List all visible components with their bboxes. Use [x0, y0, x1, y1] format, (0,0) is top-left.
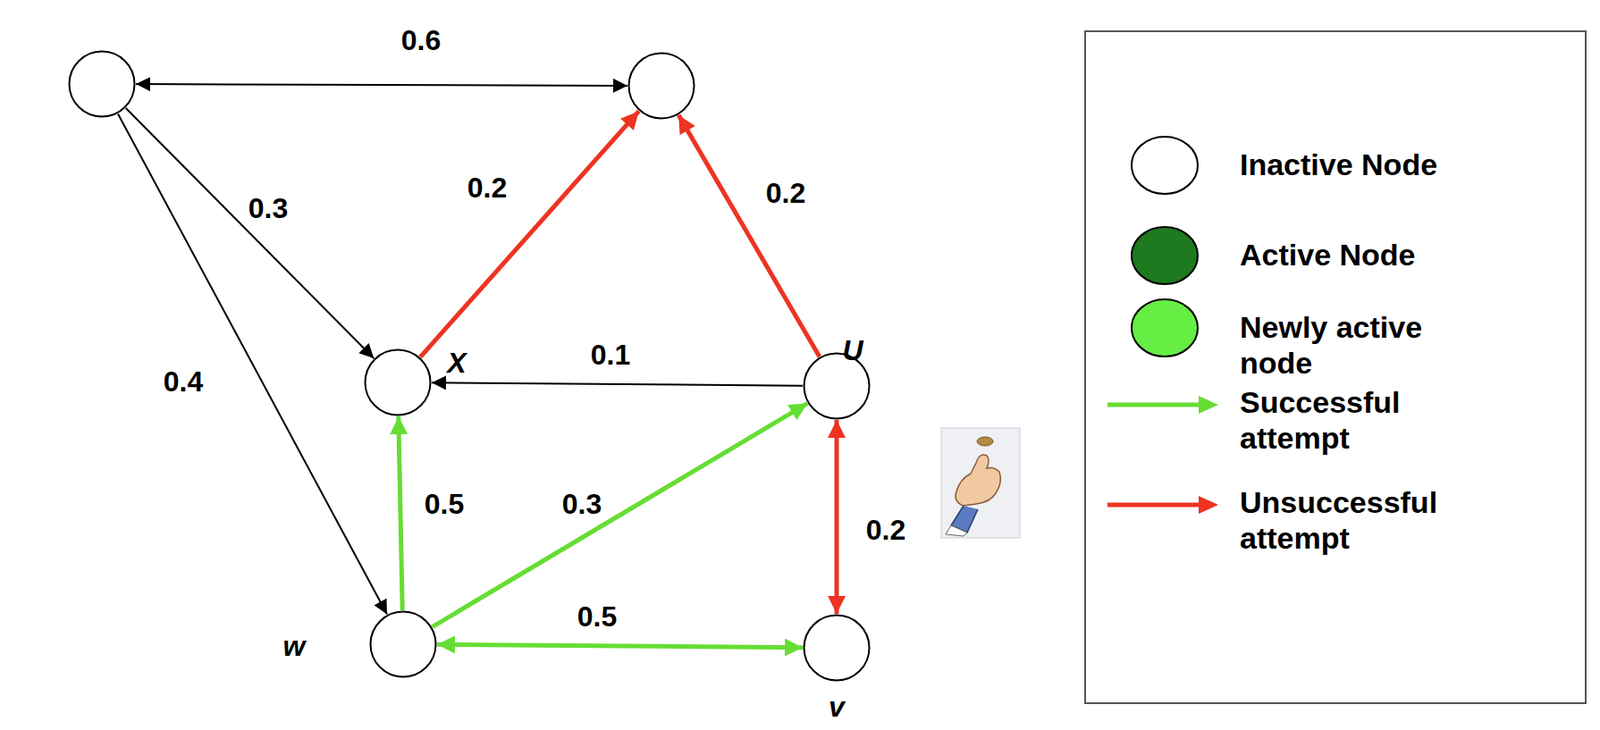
circle-outline: [802, 614, 871, 683]
node-label: w: [283, 630, 306, 664]
influence-arrow: [117, 113, 388, 615]
legend-swatch: [1128, 296, 1201, 360]
legend-text: Successful attempt: [1239, 384, 1464, 456]
influence-arrow: [126, 108, 375, 359]
legend-line-sample: [1105, 491, 1222, 519]
influence-arrow: [431, 382, 803, 386]
edge-probability: 0.5: [421, 488, 467, 521]
edge-probability: 0.5: [574, 601, 620, 633]
node-label: X: [446, 346, 466, 380]
circle-outline: [369, 610, 438, 679]
edge-probability: 0.6: [398, 25, 444, 57]
edge-probability: 0.2: [763, 177, 809, 210]
node-circle: w: [369, 610, 438, 679]
influence-arrow: [678, 115, 820, 357]
edge-probability: 0.1: [588, 339, 633, 371]
coin-flip-icon: [940, 427, 1021, 539]
edge-probability: 0.4: [160, 366, 206, 398]
circle-outline: [363, 348, 432, 417]
influence-arrow: [398, 416, 403, 611]
circle-outline: [67, 50, 136, 118]
node-circle: X: [363, 348, 432, 417]
edge-probability: 0.3: [559, 488, 605, 521]
influence-arrow: [834, 420, 840, 615]
influence-arrow: [420, 110, 640, 357]
influence-arrow: [135, 84, 628, 86]
edge-probability: 0.2: [863, 514, 909, 547]
influence-arrow: [437, 644, 803, 648]
node-circle: U: [802, 352, 871, 421]
legend-text: Active Node: [1239, 236, 1544, 273]
legend-text: Unsuccessful attempt: [1239, 484, 1464, 556]
legend-line-sample: [1105, 391, 1222, 419]
legend-text: Inactive Node: [1239, 146, 1544, 183]
node-circle: [67, 50, 136, 118]
legend-text: Newly active node: [1239, 309, 1464, 381]
legend-swatch: [1128, 224, 1201, 287]
influence-arrow: [432, 403, 809, 627]
node-label: U: [842, 334, 863, 368]
edge-probability: 0.3: [245, 193, 291, 225]
legend-box: Inactive NodeActive NodeNewly active nod…: [1084, 30, 1587, 705]
legend-swatch: [1128, 134, 1201, 197]
edge-probability: 0.2: [464, 172, 510, 204]
node-label: v: [828, 690, 845, 725]
circle-outline: [627, 51, 696, 120]
node-circle: [627, 51, 696, 120]
node-circle: v: [802, 614, 871, 683]
